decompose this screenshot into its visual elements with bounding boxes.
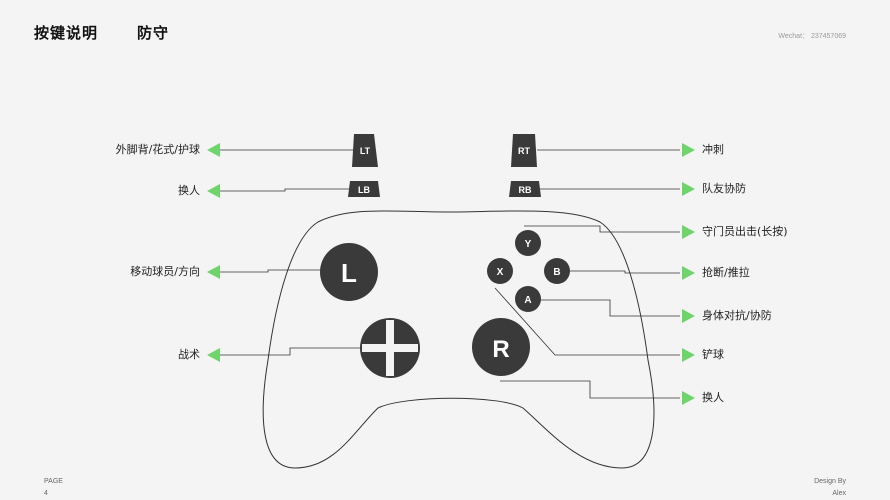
lt-label: LT bbox=[360, 146, 371, 156]
leader-l-stick bbox=[220, 269, 322, 273]
arrow-right-b bbox=[682, 266, 695, 280]
label-x: 铲球 bbox=[702, 348, 724, 361]
label-rb: 队友协防 bbox=[702, 182, 746, 195]
arrow-left-lt bbox=[207, 143, 220, 157]
arrow-right-r-stick bbox=[682, 391, 695, 405]
label-a: 身体对抗/协防 bbox=[702, 309, 772, 322]
label-b: 抢断/推拉 bbox=[702, 266, 750, 279]
page-number: 4 bbox=[44, 490, 48, 497]
page-footer: PAGE 4 bbox=[44, 476, 63, 500]
design-credit: Design By Alex bbox=[814, 476, 846, 500]
leader-dpad bbox=[220, 347, 360, 356]
arrow-right-rt bbox=[682, 143, 695, 157]
page-label: PAGE bbox=[44, 478, 63, 485]
designer-name: Alex bbox=[832, 490, 846, 497]
leader-y bbox=[524, 225, 680, 233]
rt-button: RT bbox=[511, 134, 537, 167]
r-stick-label: R bbox=[492, 336, 509, 363]
leader-b bbox=[568, 270, 680, 274]
label-y: 守门员出击(长按) bbox=[702, 225, 788, 238]
label-l-stick: 移动球员/方向 bbox=[130, 265, 200, 278]
x-button: X bbox=[487, 258, 513, 284]
controller-outline bbox=[262, 210, 655, 469]
lb-button: LB bbox=[348, 181, 380, 197]
arrow-right-a bbox=[682, 309, 695, 323]
y-label: Y bbox=[525, 239, 532, 250]
l-stick-label: L bbox=[341, 258, 357, 288]
leader-r-stick bbox=[500, 380, 680, 399]
section-title: 防守 bbox=[137, 24, 170, 42]
design-label: Design By bbox=[814, 478, 846, 485]
arrow-left-dpad bbox=[207, 348, 220, 362]
rb-label: RB bbox=[519, 185, 532, 195]
b-button: B bbox=[544, 258, 570, 284]
leader-a bbox=[540, 299, 680, 317]
lb-label: LB bbox=[358, 185, 370, 195]
rt-label: RT bbox=[518, 146, 530, 156]
rb-button: RB bbox=[509, 181, 541, 197]
label-r-stick: 换人 bbox=[702, 391, 724, 404]
arrow-right-rb bbox=[682, 182, 695, 196]
wechat-contact: Wechat： 237457069 bbox=[778, 33, 846, 40]
leader-x bbox=[494, 287, 680, 356]
arrow-right-y bbox=[682, 225, 695, 239]
x-label: X bbox=[497, 267, 504, 278]
page-title: 按键说明 bbox=[34, 24, 99, 42]
a-label: A bbox=[524, 295, 531, 306]
y-button: Y bbox=[515, 230, 541, 256]
right-stick: R bbox=[472, 318, 530, 376]
leader-lb bbox=[220, 188, 350, 192]
b-label: B bbox=[553, 267, 560, 278]
label-dpad: 战术 bbox=[178, 348, 200, 361]
a-button: A bbox=[515, 286, 541, 312]
lt-button: LT bbox=[352, 134, 378, 167]
arrow-left-l-stick bbox=[207, 265, 220, 279]
left-stick: L bbox=[320, 243, 378, 301]
arrow-right-x bbox=[682, 348, 695, 362]
label-lb: 换人 bbox=[178, 184, 200, 197]
dpad bbox=[360, 318, 420, 378]
arrow-left-lb bbox=[207, 184, 220, 198]
label-rt: 冲刺 bbox=[702, 143, 724, 156]
label-lt: 外脚背/花式/护球 bbox=[115, 143, 200, 156]
